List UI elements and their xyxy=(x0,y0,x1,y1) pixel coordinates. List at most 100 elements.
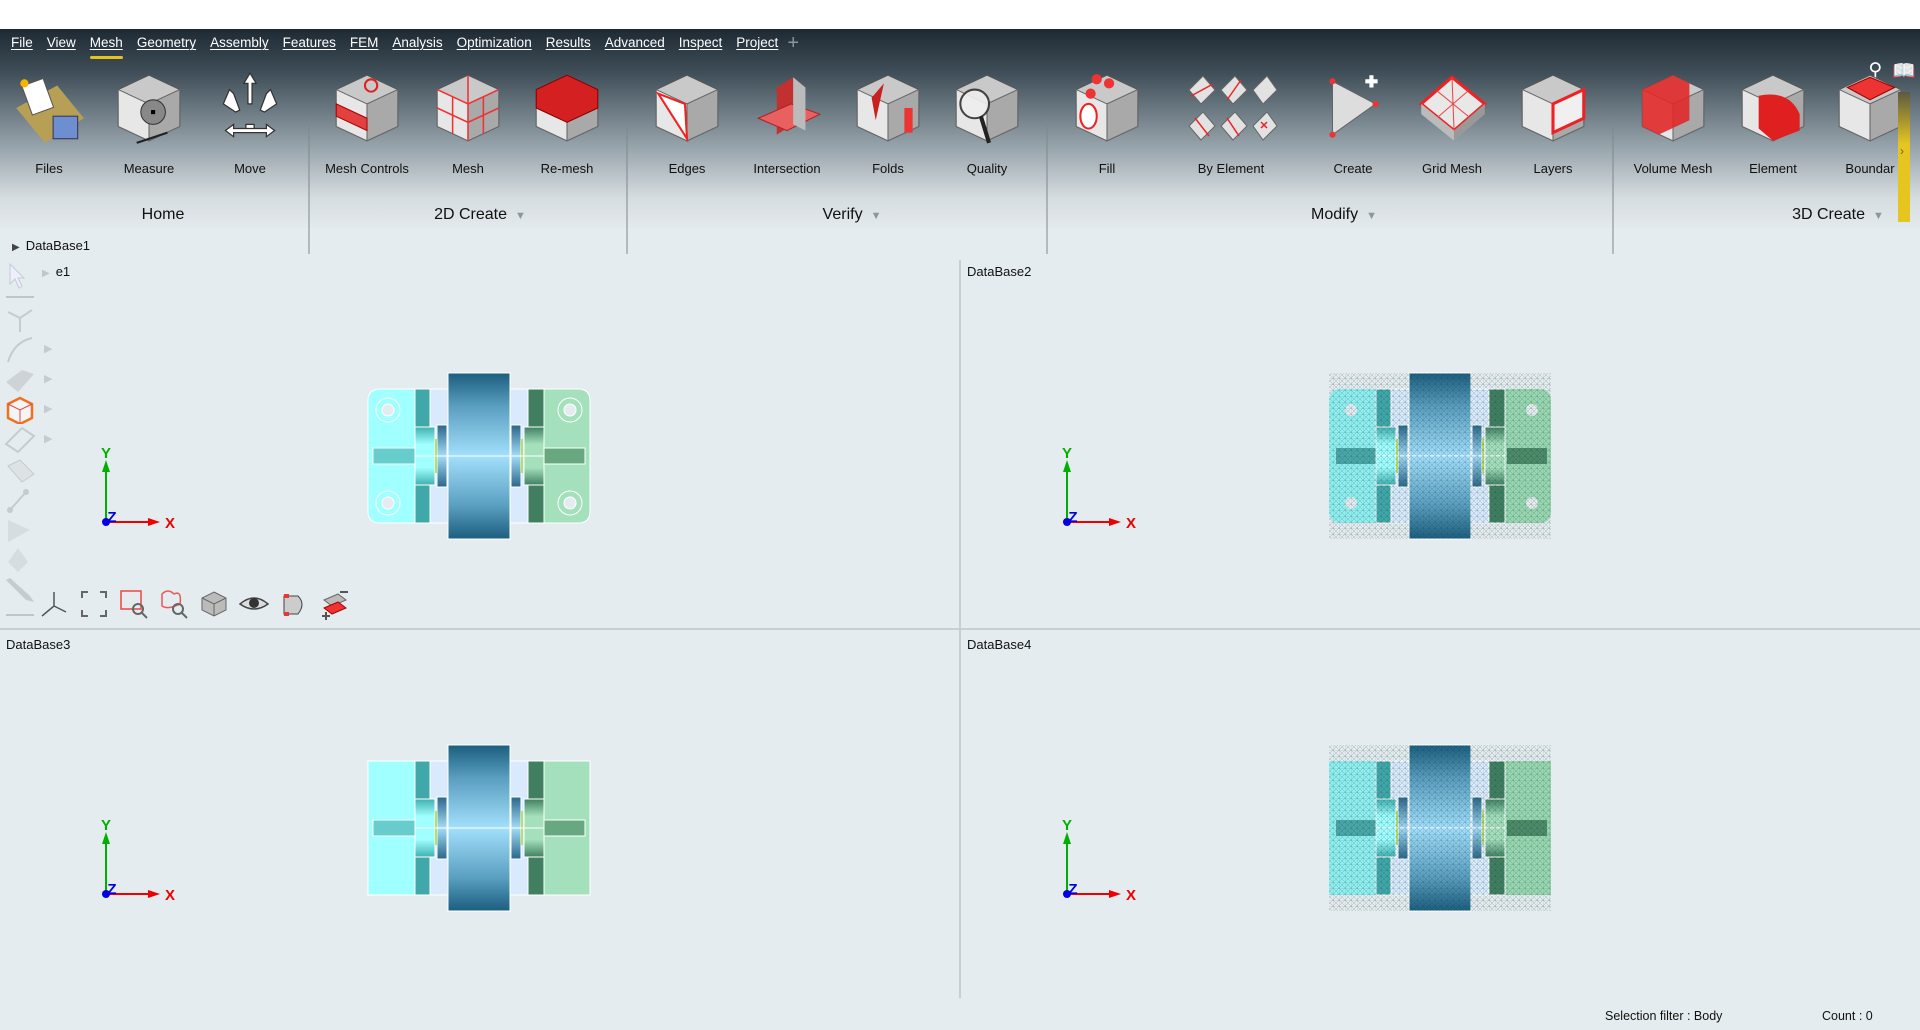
zoom-box-icon[interactable] xyxy=(118,588,150,620)
svg-text:X: X xyxy=(165,887,175,904)
axis-triad-3: Y X Z xyxy=(101,818,175,904)
ribbon-layers-button[interactable]: Layers xyxy=(1503,67,1603,177)
expand-arrow-icon[interactable]: ▶ xyxy=(44,373,53,385)
model-viewport-1[interactable] xyxy=(360,360,600,550)
menu-fem[interactable]: FEM xyxy=(349,35,379,50)
book-icon[interactable]: 📖 xyxy=(1892,61,1916,82)
ribbon-volume-mesh-button[interactable]: Volume Mesh xyxy=(1623,67,1723,177)
ribbon-edges-button[interactable]: Edges xyxy=(637,67,737,177)
ribbon-boundary-button[interactable]: Boundar xyxy=(1820,67,1920,177)
select-node-pair-icon[interactable] xyxy=(4,486,42,514)
menu-optimization[interactable]: Optimization xyxy=(456,35,532,50)
add-tab-plus-icon[interactable]: + xyxy=(787,32,800,54)
select-edge-icon[interactable] xyxy=(4,336,42,364)
create-element-icon xyxy=(1329,75,1379,138)
section-view-icon[interactable] xyxy=(278,588,310,620)
svg-text:X: X xyxy=(1126,515,1136,532)
group-home-label: Home xyxy=(141,206,185,223)
menu-advanced[interactable]: Advanced xyxy=(604,35,665,50)
view-toolbar xyxy=(38,588,350,620)
folds-icon xyxy=(847,67,929,149)
expand-arrow-icon[interactable]: ▶ xyxy=(44,403,53,415)
menu-features[interactable]: Features xyxy=(282,35,336,50)
expand-arrow-icon[interactable]: ▶ xyxy=(44,433,53,445)
select-arrow-tool-icon[interactable] xyxy=(4,576,42,604)
expand-arrow-icon[interactable]: ▶ xyxy=(42,268,50,279)
grid-mesh-icon xyxy=(1418,75,1488,141)
layers-icon xyxy=(1512,67,1586,149)
group-modify-dropdown[interactable]: Modify▼ xyxy=(1310,206,1378,223)
fill-icon xyxy=(1066,74,1148,149)
group-separator xyxy=(626,119,628,254)
menu-assembly[interactable]: Assembly xyxy=(210,35,269,50)
menu-geometry[interactable]: Geometry xyxy=(136,35,197,50)
group-2d-create-dropdown[interactable]: 2D Create▼ xyxy=(434,206,526,223)
ribbon-grid-mesh-button[interactable]: Grid Mesh xyxy=(1402,67,1502,177)
menu-analysis[interactable]: Analysis xyxy=(392,35,443,50)
layer-toggle-icon[interactable] xyxy=(318,588,350,620)
toolbar-divider xyxy=(6,614,34,616)
svg-text:Z: Z xyxy=(107,881,116,898)
ribbon-fill-button[interactable]: Fill xyxy=(1057,67,1157,177)
dropdown-arrow-icon: ▼ xyxy=(870,210,882,222)
menu-project[interactable]: Project xyxy=(736,35,779,50)
menu-inspect[interactable]: Inspect xyxy=(678,35,723,50)
model-viewport-2-meshed[interactable] xyxy=(1321,360,1561,550)
ribbon-move-button[interactable]: Move xyxy=(200,67,300,177)
visibility-eye-icon[interactable] xyxy=(238,588,270,620)
ribbon-mesh-button[interactable]: Mesh xyxy=(418,67,518,177)
select-vertex-icon[interactable] xyxy=(4,306,42,334)
select-tetra-icon[interactable] xyxy=(4,546,42,574)
group-separator xyxy=(308,119,310,254)
group-verify-dropdown[interactable]: Verify▼ xyxy=(822,206,882,223)
menu-results[interactable]: Results xyxy=(545,35,591,50)
select-triangle-icon[interactable] xyxy=(4,516,42,544)
move-icon xyxy=(222,71,278,138)
ribbon-scroll-right-handle[interactable]: › xyxy=(1898,92,1910,222)
svg-text:Z: Z xyxy=(1068,881,1077,898)
ribbon-quality-button[interactable]: Quality xyxy=(937,67,1037,177)
svg-text:Z: Z xyxy=(1068,509,1077,526)
files-icon xyxy=(16,77,84,143)
select-arrow-icon[interactable] xyxy=(4,262,42,290)
mesh-controls-icon xyxy=(335,67,408,149)
tree-item-child[interactable]: ▶e1 xyxy=(42,264,71,279)
ribbon-create-button[interactable]: Create xyxy=(1303,67,1403,177)
ribbon-files-button[interactable]: Files xyxy=(0,67,99,177)
menu-view[interactable]: View xyxy=(46,35,76,50)
svg-text:X: X xyxy=(165,515,175,532)
select-shell-icon[interactable] xyxy=(4,426,42,454)
axis-triad-1: Y X Z xyxy=(101,446,175,532)
group-separator xyxy=(1046,119,1048,254)
ribbon-intersection-button[interactable]: Intersection xyxy=(737,67,837,177)
expand-arrow-icon[interactable]: ▶ xyxy=(12,242,20,253)
ribbon-element-button[interactable]: Element xyxy=(1723,67,1823,177)
ribbon-measure-button[interactable]: Measure xyxy=(99,67,199,177)
group-3d-create-dropdown[interactable]: 3D Create▼ xyxy=(1792,206,1884,223)
ribbon-remesh-button[interactable]: Re-mesh xyxy=(517,67,617,177)
tree-item-database1[interactable]: ▶DataBase1 xyxy=(12,238,91,253)
quality-icon xyxy=(946,67,1028,144)
dropdown-arrow-icon: ▼ xyxy=(1366,210,1378,222)
select-face-icon[interactable] xyxy=(4,366,42,394)
measure-icon xyxy=(108,67,190,144)
by-element-icon xyxy=(1188,75,1278,141)
chevron-right-icon: › xyxy=(1900,144,1904,158)
model-viewport-3[interactable] xyxy=(360,732,600,922)
menu-file[interactable]: File xyxy=(11,35,33,50)
expand-arrow-icon[interactable]: ▶ xyxy=(44,343,53,355)
axis-triad-2: Y X Z xyxy=(1062,446,1136,532)
model-viewport-4-meshed[interactable] xyxy=(1321,732,1561,922)
select-element-icon[interactable] xyxy=(4,456,42,484)
ribbon-mesh-controls-button[interactable]: Mesh Controls xyxy=(317,67,417,177)
viewport-divider-horizontal[interactable] xyxy=(0,628,1920,630)
ribbon-folds-button[interactable]: Folds xyxy=(838,67,938,177)
view-cube-icon[interactable] xyxy=(198,588,230,620)
fit-all-icon[interactable] xyxy=(78,588,110,620)
menu-mesh[interactable]: Mesh xyxy=(83,33,130,59)
select-body-icon[interactable] xyxy=(4,396,42,424)
axis-triad-view-icon[interactable] xyxy=(38,588,70,620)
zoom-lasso-icon[interactable] xyxy=(158,588,190,620)
boundary-icon xyxy=(1829,67,1911,149)
ribbon-by-element-button[interactable]: By Element xyxy=(1181,67,1281,177)
